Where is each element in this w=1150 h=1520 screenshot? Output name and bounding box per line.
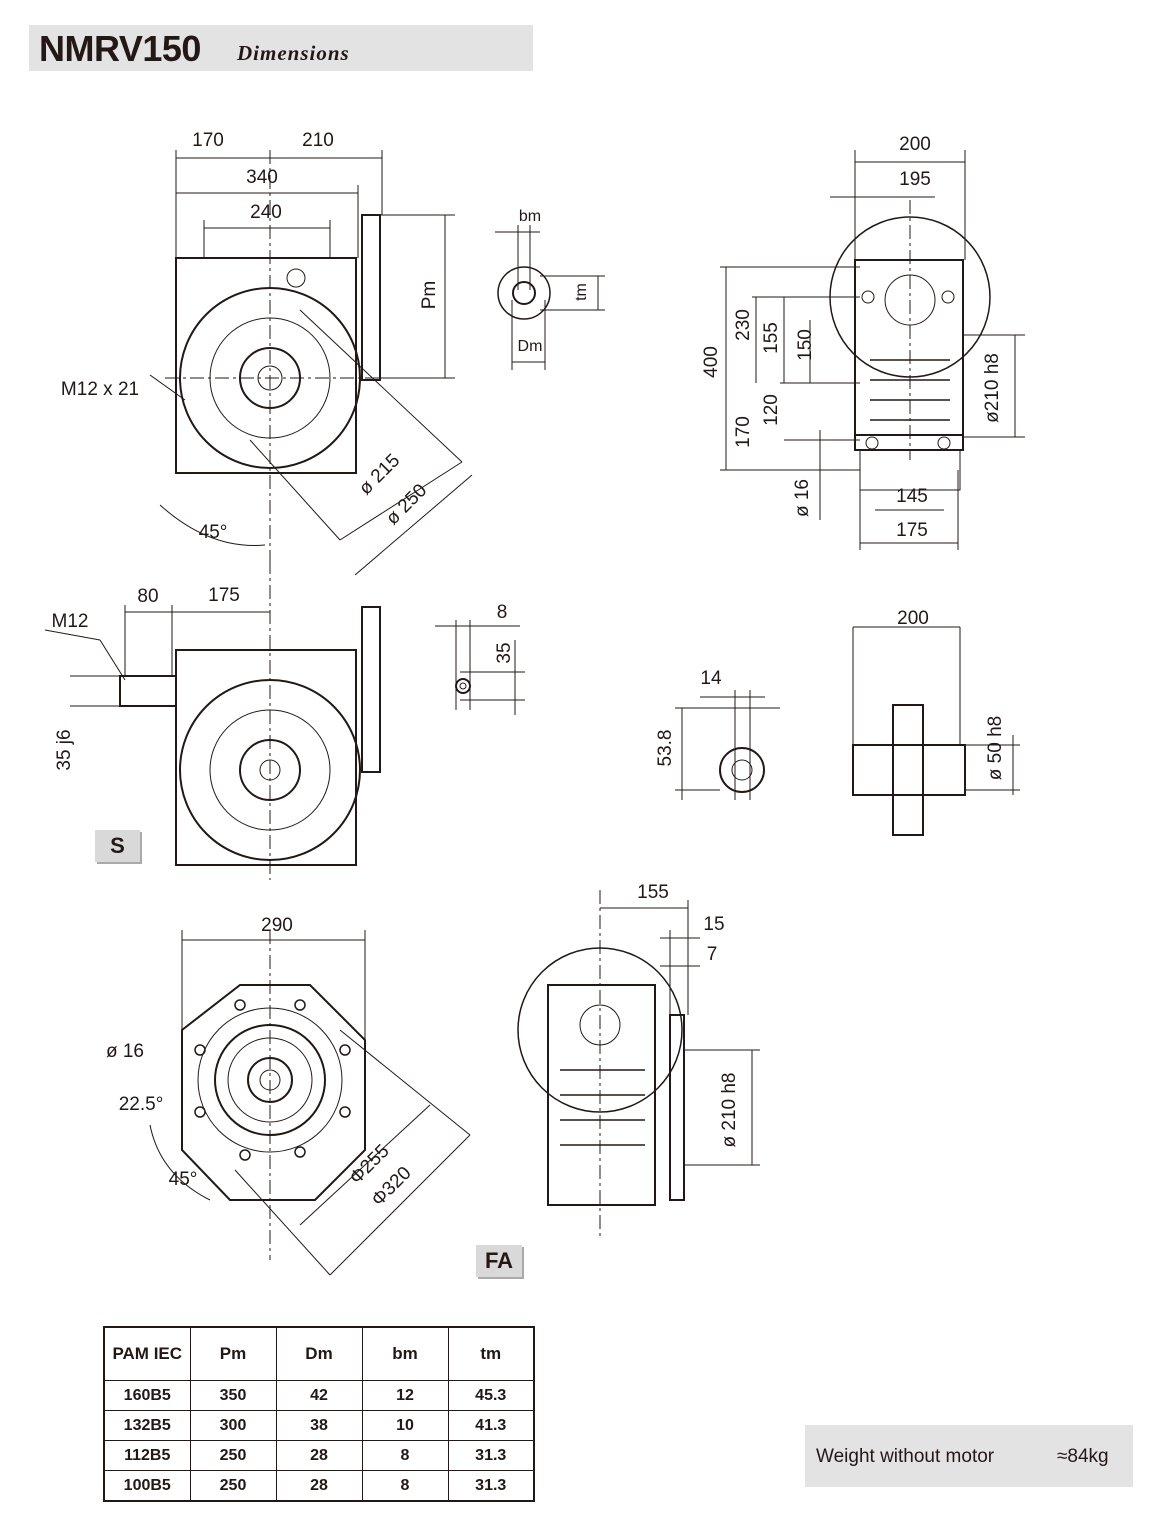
- dim-80: 80: [137, 586, 159, 607]
- dim-290: 290: [261, 915, 293, 936]
- cell: 132B5: [103, 1410, 191, 1441]
- dim-14: 14: [700, 668, 722, 689]
- cell: 250: [189, 1440, 277, 1471]
- shaft-view-drawing: [44, 560, 1020, 880]
- dim-155-flange: 155: [637, 882, 669, 903]
- dim-pm: Pm: [419, 280, 440, 310]
- table-header-row: PAM IEC Pm Dm bm tm: [103, 1326, 535, 1381]
- cell: 160B5: [103, 1380, 191, 1411]
- dim-7: 7: [706, 944, 718, 965]
- side-view-drawing: [720, 150, 1025, 550]
- title-bar: NMRV150 Dimensions: [29, 25, 533, 71]
- thread-label: M12 x 21: [60, 379, 140, 400]
- header-cell: tm: [447, 1326, 535, 1381]
- dim-340: 340: [246, 167, 278, 188]
- dim-dia210: ø210 h8: [982, 353, 1003, 423]
- cell: 8: [361, 1470, 449, 1502]
- angle-45-flange: 45°: [168, 1169, 198, 1190]
- dim-170: 170: [192, 130, 224, 151]
- cell: 38: [275, 1410, 363, 1441]
- dim-dia16: ø 16: [792, 478, 813, 518]
- weight-label: Weight without motor: [816, 1446, 995, 1467]
- front-view-drawing: [149, 150, 473, 576]
- cell: 45.3: [447, 1380, 535, 1411]
- cell: 100B5: [103, 1470, 191, 1502]
- badge-fa: FA: [476, 1245, 522, 1277]
- cell: 250: [189, 1470, 277, 1502]
- dim-120: 120: [761, 394, 782, 426]
- cell: 41.3: [447, 1410, 535, 1441]
- key-detail-drawing: [495, 225, 605, 370]
- dim-145: 145: [896, 486, 928, 507]
- header-cell: PAM IEC: [103, 1326, 191, 1381]
- dim-15: 15: [703, 914, 725, 935]
- dim-175: 175: [896, 520, 928, 541]
- dim-35: 35: [494, 642, 515, 664]
- header-cell: bm: [361, 1326, 449, 1381]
- cell: 350: [189, 1380, 277, 1411]
- cell: 31.3: [447, 1440, 535, 1471]
- dim-170-side: 170: [733, 416, 754, 448]
- thread-m12: M12: [51, 611, 89, 632]
- cell: 12: [361, 1380, 449, 1411]
- dim-8: 8: [496, 602, 508, 623]
- dim-53-8: 53.8: [655, 729, 676, 767]
- dim-dia210-flange: ø 210 h8: [719, 1072, 740, 1148]
- weight-box: Weight without motor ≈84kg: [805, 1425, 1133, 1487]
- dim-tm: tm: [573, 283, 590, 301]
- dim-200-hollow: 200: [897, 608, 929, 629]
- dim-dm: Dm: [517, 338, 543, 355]
- cell: 42: [275, 1380, 363, 1411]
- dim-230: 230: [733, 309, 754, 341]
- flange-view-drawing: [149, 890, 760, 1276]
- dim-150: 150: [795, 329, 816, 361]
- angle-22-5: 22.5°: [118, 1094, 164, 1115]
- cell: 28: [275, 1470, 363, 1502]
- dim-bm: bm: [518, 208, 542, 225]
- dim-200: 200: [899, 134, 931, 155]
- cell: 31.3: [447, 1470, 535, 1502]
- model-title: NMRV150: [39, 28, 201, 69]
- weight-value: ≈84kg: [1057, 1446, 1109, 1467]
- angle-45: 45°: [198, 522, 228, 543]
- cell: 10: [361, 1410, 449, 1441]
- cell: 8: [361, 1440, 449, 1471]
- dim-175-shaft: 175: [208, 585, 240, 606]
- badge-s: S: [95, 830, 140, 862]
- dim-240: 240: [250, 202, 282, 223]
- cell: 300: [189, 1410, 277, 1441]
- dim-195: 195: [899, 169, 931, 190]
- dim-shaft: 35 j6: [54, 729, 75, 771]
- subtitle: Dimensions: [237, 41, 350, 65]
- dim-dia16-flange: ø 16: [105, 1041, 145, 1062]
- cell: 112B5: [103, 1440, 191, 1471]
- header-cell: Dm: [275, 1326, 363, 1381]
- dim-dia50: ø 50 h8: [985, 715, 1006, 781]
- dim-155: 155: [761, 322, 782, 354]
- cell: 28: [275, 1440, 363, 1471]
- dim-400: 400: [701, 346, 722, 378]
- dim-210: 210: [302, 130, 334, 151]
- header-cell: Pm: [189, 1326, 277, 1381]
